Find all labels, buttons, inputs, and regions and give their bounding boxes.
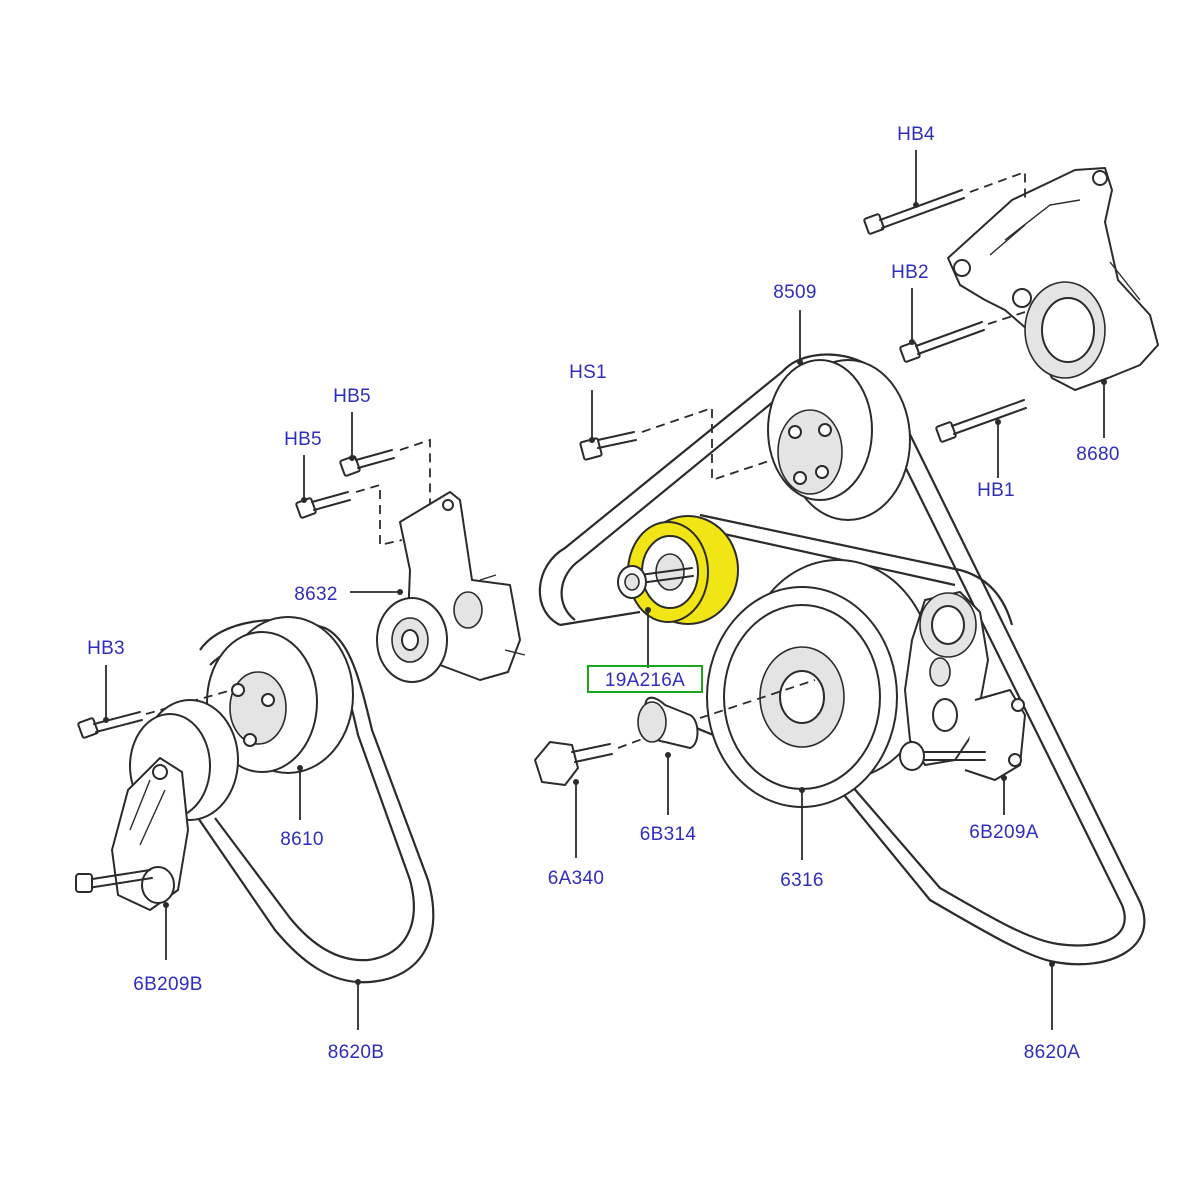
label-6b314: 6B314 <box>640 824 697 845</box>
label-6316: 6316 <box>780 870 823 891</box>
label-8620b: 8620B <box>328 1042 384 1063</box>
bolts-hb5 <box>295 449 395 519</box>
label-hb2: HB2 <box>891 262 929 283</box>
tensioner-6b209a <box>899 591 1026 781</box>
label-6b209a: 6B209A <box>969 822 1038 843</box>
hb2-dashed-guide <box>987 311 1026 325</box>
bolt-hb1 <box>935 399 1027 443</box>
label-6b209b: 6B209B <box>133 974 202 995</box>
tensioner-6b209b <box>75 699 239 911</box>
label-8680: 8680 <box>1076 444 1119 465</box>
pulley-8509 <box>767 359 911 521</box>
label-8632: 8632 <box>294 584 337 605</box>
label-6a340: 6A340 <box>548 868 604 889</box>
tensioner-8632 <box>376 491 526 683</box>
label-hs1: HS1 <box>569 362 607 383</box>
bolt-hb2 <box>899 321 985 363</box>
hb5-dashed-guide <box>355 438 431 547</box>
label-hb5-lower: HB5 <box>284 429 322 450</box>
bolt-6a340 <box>534 737 646 786</box>
label-hb4: HB4 <box>897 124 935 145</box>
label-8610: 8610 <box>280 829 323 850</box>
crank-pulley-6316 <box>706 559 934 808</box>
bolt-hb4 <box>863 189 965 235</box>
label-hb5-upper: HB5 <box>333 386 371 407</box>
spacer-6b314 <box>637 679 816 749</box>
label-8509: 8509 <box>773 282 816 303</box>
hb4-dashed-guide <box>969 170 1026 200</box>
bolt-hb3 <box>77 689 233 739</box>
label-hb1: HB1 <box>977 480 1015 501</box>
label-19a216a: 19A216A <box>605 670 685 691</box>
part-19a216a-highlight-box <box>587 665 703 693</box>
bolt-hs1 <box>579 431 637 461</box>
leader-lines <box>103 150 1107 1030</box>
idler-pulley-19a216a <box>617 515 739 625</box>
hs1-dashed-guide <box>641 406 773 482</box>
label-hb3: HB3 <box>87 638 125 659</box>
bracket-8680 <box>947 167 1159 391</box>
label-8620a: 8620A <box>1024 1042 1080 1063</box>
